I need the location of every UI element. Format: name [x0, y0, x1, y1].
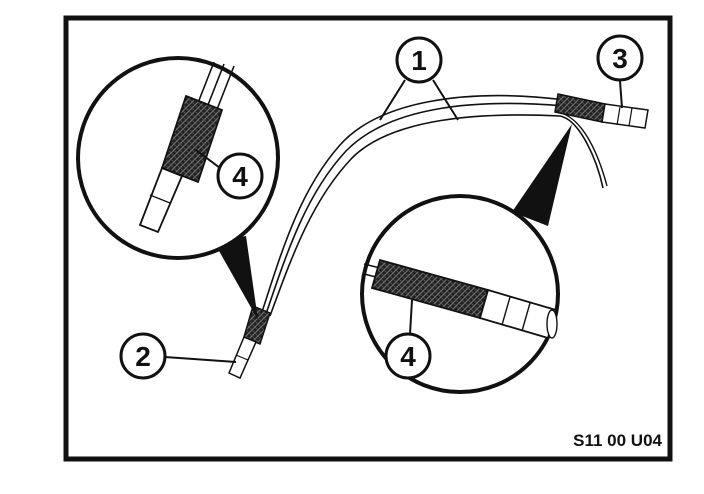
cable-assembly — [261, 94, 608, 317]
callout-3: 3 — [596, 34, 644, 109]
wire-3 — [269, 114, 604, 317]
plug-connector-large — [554, 93, 649, 129]
wire-1 — [261, 94, 566, 313]
detail-view-left — [76, 56, 280, 320]
figure-code: S11 00 U04 — [573, 431, 662, 450]
large-pin — [601, 103, 649, 129]
wire-2 — [265, 102, 565, 315]
detail-pointer-left — [214, 236, 258, 320]
callout-4-left: 4 — [195, 149, 264, 200]
callout-1-label: 1 — [411, 45, 427, 76]
small-sleeve — [243, 304, 271, 346]
callout-3-label: 3 — [612, 43, 628, 74]
detail-pin-right — [478, 288, 558, 340]
detail-sleeve-left — [160, 94, 224, 184]
callout-4-left-label: 4 — [232, 161, 248, 192]
callout-4-right-label: 4 — [400, 341, 416, 372]
detail-pointer-right — [512, 124, 572, 226]
callout-4-right: 4 — [384, 299, 432, 380]
callout-2-label: 2 — [135, 341, 151, 372]
callout-2: 2 — [119, 332, 237, 380]
callout-1: 1 — [379, 36, 459, 121]
